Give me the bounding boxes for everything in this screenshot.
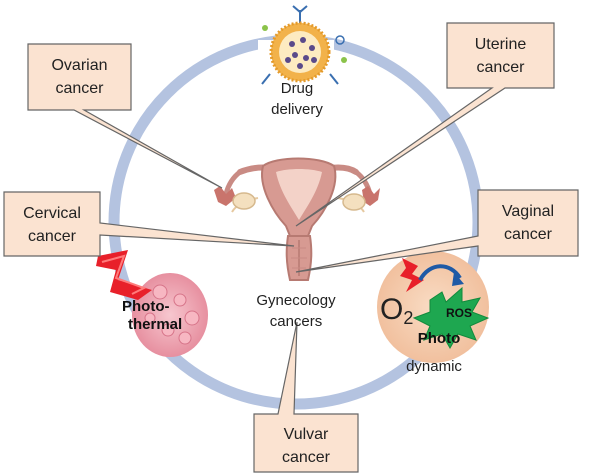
gynecology-cancers-label: Gynecology cancers	[226, 290, 366, 332]
uterine-callout	[295, 22, 555, 227]
uterine-line1: Uterine	[474, 36, 527, 53]
photodynamic-icon	[377, 251, 490, 363]
vaginal-line2: cancer	[503, 226, 553, 243]
drug-delivery-line1: Drug	[280, 80, 314, 97]
dynamic-label: dynamic	[406, 358, 462, 375]
uterus-illustration	[214, 157, 380, 281]
drug-delivery-label: Drug delivery	[250, 78, 344, 120]
cervical-callout	[3, 191, 295, 257]
oxygen-label: O2	[380, 293, 414, 329]
ovarian-line1: Ovarian	[51, 57, 108, 74]
oxygen-symbol: O	[380, 293, 404, 326]
ovarian-callout	[27, 43, 223, 189]
photothermal-line1: Photo-	[122, 298, 170, 315]
nanoparticle-icon	[258, 5, 347, 85]
ovarian-line2: cancer	[55, 80, 104, 97]
drug-delivery-line2: delivery	[271, 101, 323, 118]
center-line1: Gynecology	[256, 292, 336, 309]
vulvar-line1: Vulvar	[283, 426, 329, 443]
cervical-line2: cancer	[27, 228, 77, 245]
photothermal-line2: thermal	[128, 316, 183, 333]
photothermal-icon	[96, 250, 208, 357]
ros-label: ROS	[445, 306, 472, 320]
oxygen-subscript: 2	[403, 308, 414, 328]
uterine-line2: cancer	[476, 59, 525, 76]
vaginal-cancer-label: Vaginal cancer	[478, 200, 578, 246]
cervical-cancer-label: Cervical cancer	[4, 202, 100, 248]
center-line2: cancers	[269, 313, 323, 330]
photo-label: Photo	[417, 330, 461, 347]
photothermal-label: Photo- thermal	[122, 298, 202, 334]
vaginal-line1: Vaginal	[501, 203, 555, 220]
uterine-cancer-label: Uterine cancer	[447, 33, 554, 79]
vulvar-line2: cancer	[281, 449, 331, 466]
cervical-line1: Cervical	[23, 205, 81, 222]
ovarian-cancer-label: Ovarian cancer	[28, 54, 131, 100]
vulvar-callout	[253, 321, 359, 473]
vulvar-cancer-label: Vulvar cancer	[254, 423, 358, 469]
vaginal-callout	[295, 189, 579, 273]
